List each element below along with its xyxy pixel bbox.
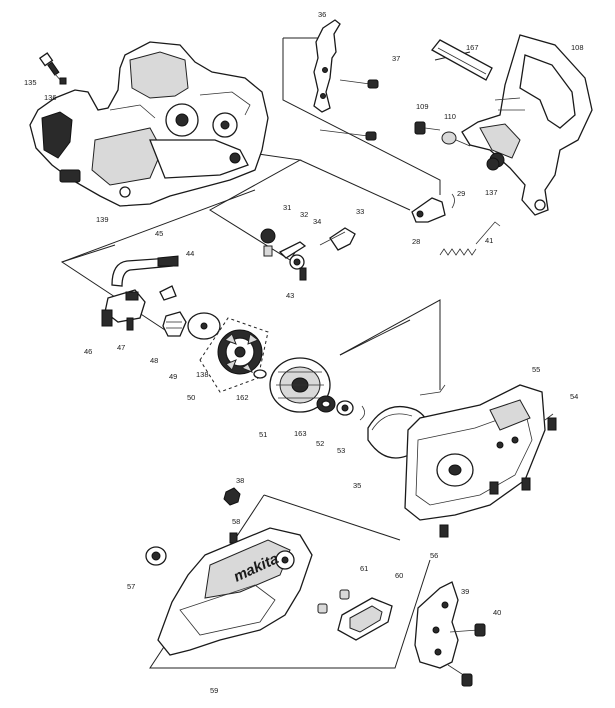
part-137-knob bbox=[486, 157, 500, 171]
label-43: 43 bbox=[286, 291, 294, 300]
label-60: 60 bbox=[395, 571, 403, 580]
label-34: 34 bbox=[313, 217, 321, 226]
label-38: 38 bbox=[236, 476, 244, 485]
part-108-front-guard bbox=[461, 34, 593, 216]
label-41: 41 bbox=[485, 236, 493, 245]
part-38-nut bbox=[223, 487, 241, 506]
part-39-guide-plate bbox=[414, 581, 459, 669]
label-137: 137 bbox=[485, 188, 498, 197]
label-136: 136 bbox=[44, 93, 57, 102]
label-58: 58 bbox=[232, 517, 240, 526]
label-57: 57 bbox=[127, 582, 135, 591]
part-number-labels: 135 136 139 36 37 167 108 109 110 137 31… bbox=[24, 10, 584, 695]
label-59: 59 bbox=[210, 686, 218, 695]
label-51: 51 bbox=[259, 430, 267, 439]
part-37-screws bbox=[319, 79, 379, 141]
part-52-washer bbox=[336, 400, 354, 416]
label-32: 32 bbox=[300, 210, 308, 219]
label-37: 37 bbox=[392, 54, 400, 63]
part-46-oil-pump bbox=[101, 289, 146, 327]
part-53-clip bbox=[359, 405, 365, 421]
label-135: 135 bbox=[24, 78, 37, 87]
part-163-bearing bbox=[316, 395, 336, 413]
part-61-screws bbox=[317, 589, 350, 614]
part-135-screw-assembly bbox=[38, 52, 67, 85]
part-43-screw bbox=[299, 267, 307, 281]
part-167-label bbox=[431, 39, 493, 81]
label-31: 31 bbox=[283, 203, 291, 212]
part-51-clutch-drum bbox=[269, 357, 331, 413]
label-109: 109 bbox=[416, 102, 429, 111]
part-36-bracket bbox=[313, 19, 341, 113]
label-54: 54 bbox=[570, 392, 578, 401]
label-138: 138 bbox=[196, 370, 209, 379]
label-49: 49 bbox=[169, 372, 177, 381]
label-110: 110 bbox=[444, 112, 456, 121]
label-167: 167 bbox=[466, 43, 479, 52]
part-31-34-chain-adjuster bbox=[260, 227, 356, 270]
label-50: 50 bbox=[187, 393, 195, 402]
label-36: 36 bbox=[318, 10, 326, 19]
label-46: 46 bbox=[84, 347, 92, 356]
part-40-screws bbox=[447, 623, 486, 687]
part-50-clutch-assembly bbox=[199, 317, 269, 393]
part-45-oil-line bbox=[111, 255, 179, 287]
label-55: 55 bbox=[532, 365, 540, 374]
part-109-110-screw-and-bushing bbox=[414, 121, 471, 147]
part-41-spring bbox=[439, 221, 501, 256]
label-61: 61 bbox=[360, 564, 368, 573]
label-39: 39 bbox=[461, 587, 469, 596]
part-54-screw bbox=[544, 413, 557, 431]
part-48-worm bbox=[162, 311, 187, 337]
part-28-29-brake-lever bbox=[411, 193, 455, 223]
label-29: 29 bbox=[457, 189, 465, 198]
part-47-screw bbox=[126, 317, 134, 331]
part-60-plate bbox=[337, 597, 393, 641]
label-44: 44 bbox=[186, 249, 194, 258]
label-162: 162 bbox=[236, 393, 249, 402]
part-56-screws bbox=[439, 477, 531, 538]
label-45: 45 bbox=[155, 229, 163, 238]
label-139: 139 bbox=[96, 215, 109, 224]
part-59-sprocket-cover: makita bbox=[157, 527, 313, 656]
label-53: 53 bbox=[337, 446, 345, 455]
label-47: 47 bbox=[117, 343, 125, 352]
label-35: 35 bbox=[353, 481, 361, 490]
part-55-sprocket-cover-plate bbox=[404, 384, 546, 521]
label-40: 40 bbox=[493, 608, 501, 617]
part-139-crankcase-housing bbox=[29, 41, 269, 207]
label-33: 33 bbox=[356, 207, 364, 216]
label-163: 163 bbox=[294, 429, 307, 438]
part-44-clip bbox=[159, 285, 177, 301]
label-52: 52 bbox=[316, 439, 324, 448]
label-108: 108 bbox=[571, 43, 584, 52]
label-56: 56 bbox=[430, 551, 438, 560]
part-49-washer bbox=[187, 312, 221, 340]
label-48: 48 bbox=[150, 356, 158, 365]
part-57-bushing bbox=[145, 546, 167, 566]
label-28: 28 bbox=[412, 237, 420, 246]
